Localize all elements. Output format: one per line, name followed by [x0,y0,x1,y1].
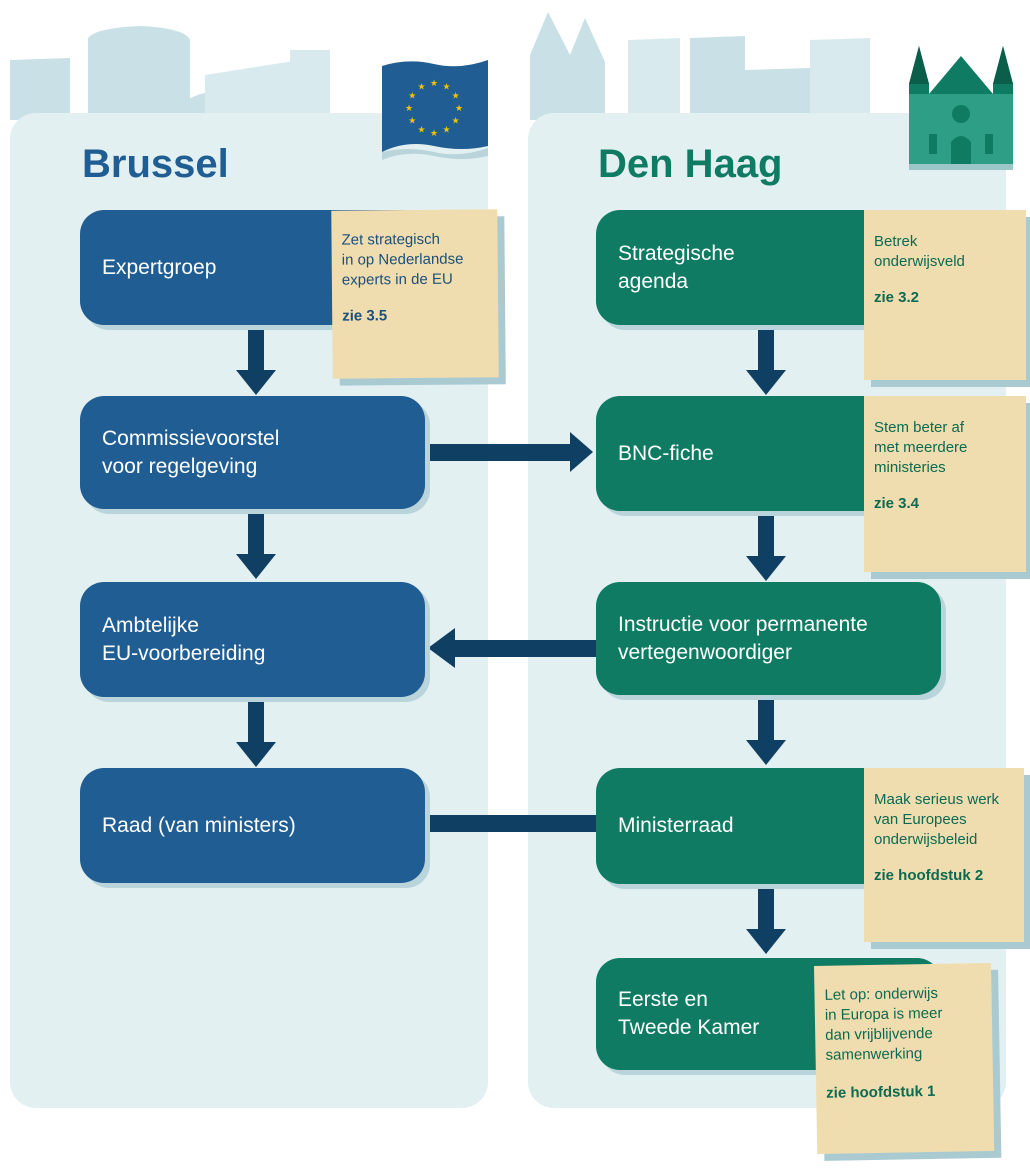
arrow-expertgroep-to-commissievoorstel [236,325,276,395]
note-text: Zet strategisch in op Nederlandse expert… [341,230,464,289]
arrow-instructie-to-ambtelijk [428,628,598,668]
eu-star-icon: ★ [455,104,463,114]
note-bnc-fiche: Stem beter af met meerdere ministeries z… [864,396,1026,572]
eu-star-icon: ★ [417,126,425,136]
note-text: Let op: onderwijs in Europa is meer dan … [824,984,943,1064]
denhaag-title: Den Haag [598,142,783,186]
arrow-ministerraad-to-raad [400,803,598,843]
note-ref: zie 3.5 [342,307,388,325]
eu-star-icon: ★ [442,82,450,92]
eu-star-icon: ★ [430,129,438,139]
note-ref: zie hoofdstuk 1 [826,1082,936,1102]
note-ministerraad: Maak serieus werk van Europees onderwijs… [864,768,1024,942]
note-ref: zie 3.4 [874,495,920,512]
eu-star-icon: ★ [452,117,460,127]
arrow-commissievoorstel-to-bnc [423,432,593,472]
eu-star-icon: ★ [452,92,460,102]
note-strategische-agenda: Betrek onderwijsveld zie 3.2 [864,210,1026,380]
arrow-instructie-to-ministerraad [746,695,786,765]
note-ref: zie 3.2 [874,289,920,306]
eu-star-icon: ★ [417,82,425,92]
church-icon [909,46,1013,170]
eu-star-icon: ★ [442,126,450,136]
eu-flag-icon: ★★★★★★★★★★★★ [382,60,488,160]
brussel-title: Brussel [82,142,229,186]
note-text: Betrek onderwijsveld [874,233,965,270]
arrow-commissievoorstel-to-ambtelijk [236,509,276,579]
note-text: Stem beter af met meerdere ministeries [874,419,968,476]
eu-star-icon: ★ [430,79,438,89]
step-raad: Raad (van ministers) [80,768,425,883]
arrow-ministerraad-to-kamer [746,884,786,954]
eu-star-icon: ★ [408,92,416,102]
eu-star-icon: ★ [408,117,416,127]
eu-star-icon: ★ [405,104,413,114]
note-expertgroep: Zet strategisch in op Nederlandse expert… [331,209,499,379]
step-instructie: Instructie voor permanente vertegenwoord… [596,582,941,695]
step-ambtelijke-voorbereiding: Ambtelijke EU-voorbereiding [80,582,425,697]
arrow-agenda-to-bnc [746,325,786,395]
note-text: Maak serieus werk van Europees onderwijs… [874,791,1000,848]
arrow-ambtelijk-to-raad [236,697,276,767]
note-eerste-tweede-kamer: Let op: onderwijs in Europa is meer dan … [814,962,995,1154]
note-ref: zie hoofdstuk 2 [874,867,984,884]
step-commissievoorstel: Commissievoorstel voor regelgeving [80,396,425,509]
arrow-bnc-to-instructie [746,511,786,581]
